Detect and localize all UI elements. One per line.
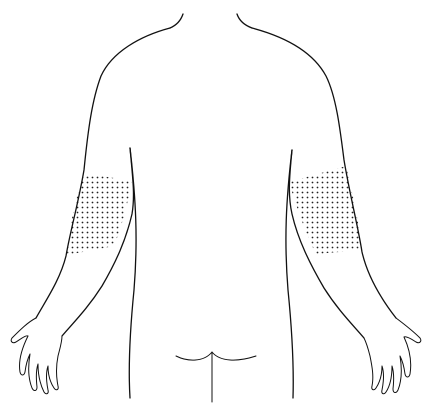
left-hand-outline <box>11 318 62 394</box>
left-arm-outer-line <box>36 28 170 318</box>
left-arm-dotted-region <box>67 173 132 255</box>
neck-right-line <box>237 14 252 28</box>
right-hand-outline <box>364 318 421 394</box>
buttocks-line <box>176 352 256 360</box>
neck-left-line <box>170 14 183 28</box>
